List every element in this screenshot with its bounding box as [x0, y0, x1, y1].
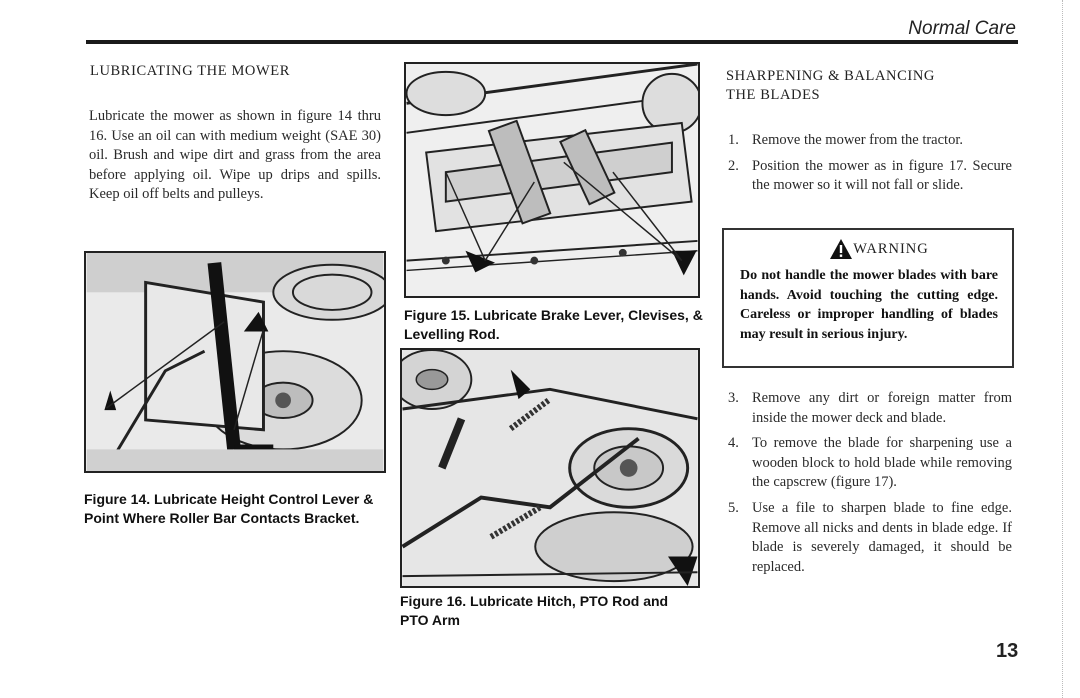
lubricating-heading: LUBRICATING THE MOWER: [90, 63, 291, 79]
step-text: Remove the mower from the tractor.: [752, 132, 963, 148]
warning-title: WARNING: [853, 240, 929, 257]
sharpening-heading-line1: SHARPENING & BALANCING: [726, 68, 935, 84]
warning-title-row: WARNING: [760, 238, 998, 260]
step-number: 3.: [728, 390, 739, 406]
figure-14-drawing: [86, 253, 384, 471]
figure-14-caption: Figure 14. Lubricate Height Control Leve…: [84, 491, 374, 526]
step-text: To remove the blade for sharpening use a…: [752, 435, 1012, 491]
step-item: 3. Remove any dirt or foreign matter fro…: [728, 389, 1012, 428]
figure-16-illustration: [400, 348, 700, 588]
sharpening-steps-bottom: 3. Remove any dirt or foreign matter fro…: [728, 389, 1012, 577]
header-rule: [86, 40, 1018, 44]
figure-15-illustration: [404, 62, 700, 298]
figure-16-drawing: [402, 350, 698, 586]
figure-15-drawing: [406, 64, 698, 296]
step-text: Use a file to sharpen blade to fine edge…: [752, 499, 1012, 575]
step-item: 1. Remove the mower from the tractor.: [728, 131, 1012, 151]
step-number: 2.: [728, 157, 739, 174]
step-item: 5. Use a file to sharpen blade to fine e…: [728, 499, 1012, 577]
step-item: 2. Position the mower as in figure 17. S…: [728, 157, 1012, 196]
step-item: 4. To remove the blade for sharpening us…: [728, 434, 1012, 493]
warning-text: Do not handle the mower blades with bare…: [740, 268, 998, 342]
page-number: 13: [996, 640, 1019, 662]
figure-14-illustration: [84, 251, 386, 473]
step-number: 1.: [728, 132, 739, 148]
figure-16-caption: Figure 16. Lubricate Hitch, PTO Rod and …: [400, 593, 669, 628]
step-text: Position the mower as in figure 17. Secu…: [752, 157, 1012, 194]
sharpening-steps-top: 1. Remove the mower from the tractor. 2.…: [728, 131, 1012, 196]
step-number: 5.: [728, 499, 739, 516]
step-text: Remove any dirt or foreign matter from i…: [752, 390, 1012, 426]
step-number: 4.: [728, 435, 739, 452]
warning-box: WARNING Do not handle the mower blades w…: [722, 228, 1014, 368]
warning-triangle-icon: [830, 239, 853, 259]
sharpening-heading-line2: THE BLADES: [726, 87, 821, 103]
page-edge: [1062, 0, 1064, 698]
figure-15-caption: Figure 15. Lubricate Brake Lever, Clevis…: [404, 307, 703, 342]
section-title: Normal Care: [908, 18, 1016, 39]
lubricating-paragraph: Lubricate the mower as shown in figure 1…: [89, 108, 381, 203]
